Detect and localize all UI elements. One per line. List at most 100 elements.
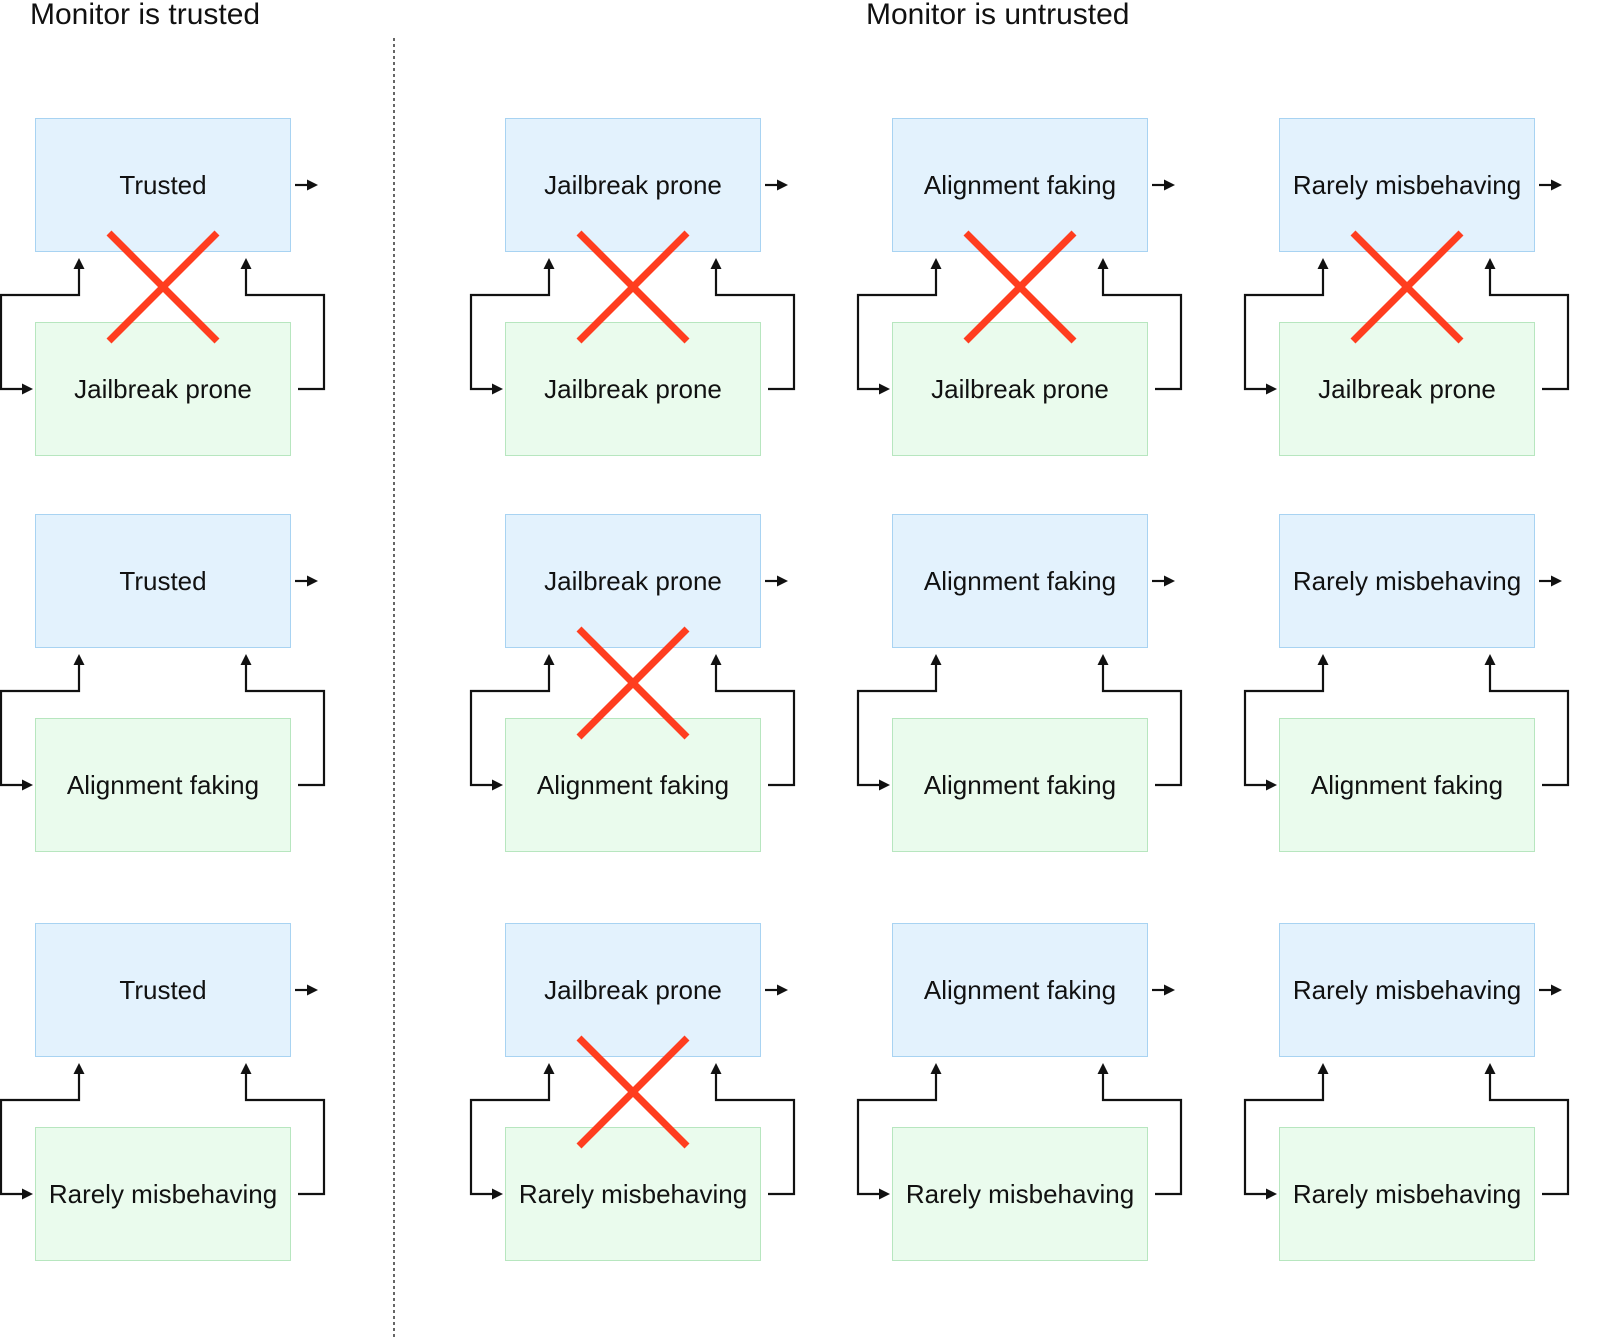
policy-box-c2-r1-label: Alignment faking	[923, 770, 1117, 800]
untrusted-section-title: Monitor is untrusted	[866, 0, 1130, 31]
monitor-box-c2-r1-label: Alignment faking	[923, 566, 1117, 596]
policy-arrowhead-c1-r2	[492, 1188, 503, 1200]
monitor-to-policy-connector-c0-r2	[0, 1074, 81, 1196]
policy-to-monitor-connector-c2-r1	[1101, 665, 1183, 787]
monitor-box-c3-r1: Rarely misbehaving	[1279, 514, 1535, 648]
monitor-to-policy-connector-c0-r1	[0, 665, 81, 787]
policy-arrowhead-c2-r0	[879, 383, 890, 395]
monitor-box-c3-r2: Rarely misbehaving	[1279, 923, 1535, 1057]
policy-arrowhead-c2-r1	[879, 779, 890, 791]
monitor-to-policy-connector-c3-r2	[1243, 1074, 1325, 1196]
policy-box-c2-r0: Jailbreak prone	[892, 322, 1148, 456]
policy-box-c3-r2: Rarely misbehaving	[1279, 1127, 1535, 1261]
policy-box-c0-r2: Rarely misbehaving	[35, 1127, 291, 1261]
monitor-arrowhead-left-c0-r2	[73, 1063, 85, 1074]
monitor-box-c0-r2-label: Trusted	[119, 975, 207, 1005]
monitor-arrowhead-right-c1-r2	[710, 1063, 722, 1074]
policy-arrowhead-c0-r2	[22, 1188, 33, 1200]
trusted-section-title: Monitor is trusted	[30, 0, 261, 31]
monitor-box-c3-r2-label: Rarely misbehaving	[1292, 975, 1522, 1005]
monitor-box-c0-r0: Trusted	[35, 118, 291, 252]
monitor-box-c1-r2-label: Jailbreak prone	[544, 975, 722, 1005]
policy-to-monitor-connector-c0-r2	[244, 1074, 326, 1196]
monitor-to-policy-connector-c2-r2	[856, 1074, 938, 1196]
monitor-box-c1-r0: Jailbreak prone	[505, 118, 761, 252]
output-arrowhead-c1-r1	[777, 575, 788, 587]
monitor-arrowhead-left-c2-r0	[930, 258, 942, 269]
monitor-arrowhead-left-c3-r0	[1317, 258, 1329, 269]
monitor-to-policy-connector-c2-r1	[856, 665, 938, 787]
monitor-box-c0-r1-label: Trusted	[119, 566, 207, 596]
monitor-arrowhead-right-c3-r1	[1484, 654, 1496, 665]
blocked-cross-c3-r0-1	[1350, 230, 1464, 344]
monitor-to-policy-connector-c2-r0	[856, 269, 938, 391]
monitor-to-policy-connector-c0-r0	[0, 269, 81, 391]
output-arrowhead-c0-r1	[307, 575, 318, 587]
monitor-to-policy-connector-c3-r1	[1243, 665, 1325, 787]
policy-box-c3-r1: Alignment faking	[1279, 718, 1535, 852]
monitor-arrowhead-left-c1-r0	[543, 258, 555, 269]
output-arrowhead-c1-r2	[777, 984, 788, 996]
monitor-to-policy-connector-c1-r0	[469, 269, 551, 391]
monitor-arrowhead-left-c2-r2	[930, 1063, 942, 1074]
monitor-to-policy-connector-c1-r2	[469, 1074, 551, 1196]
output-arrowhead-c1-r0	[777, 179, 788, 191]
policy-box-c3-r0-label: Jailbreak prone	[1318, 374, 1496, 404]
blocked-cross-c1-r1-1	[576, 626, 690, 740]
monitor-arrowhead-right-c0-r2	[240, 1063, 252, 1074]
monitor-arrowhead-left-c1-r2	[543, 1063, 555, 1074]
policy-to-monitor-connector-c3-r2	[1488, 1074, 1570, 1196]
blocked-cross-c1-r2-1	[576, 1035, 690, 1149]
policy-to-monitor-connector-c0-r0	[244, 269, 326, 391]
output-arrowhead-c0-r2	[307, 984, 318, 996]
policy-arrowhead-c3-r1	[1266, 779, 1277, 791]
monitor-arrowhead-left-c0-r1	[73, 654, 85, 665]
output-arrowhead-c3-r2	[1551, 984, 1562, 996]
output-arrowhead-c3-r0	[1551, 179, 1562, 191]
policy-arrowhead-c3-r0	[1266, 383, 1277, 395]
policy-to-monitor-connector-c2-r0	[1101, 269, 1183, 391]
policy-to-monitor-connector-c2-r2	[1101, 1074, 1183, 1196]
policy-box-c3-r0: Jailbreak prone	[1279, 322, 1535, 456]
policy-box-c1-r0-label: Jailbreak prone	[544, 374, 722, 404]
monitor-arrowhead-left-c1-r1	[543, 654, 555, 665]
output-arrowhead-c2-r2	[1164, 984, 1175, 996]
monitor-arrowhead-right-c2-r2	[1097, 1063, 1109, 1074]
policy-to-monitor-connector-c1-r1	[714, 665, 796, 787]
monitor-box-c1-r2: Jailbreak prone	[505, 923, 761, 1057]
monitor-arrowhead-left-c3-r2	[1317, 1063, 1329, 1074]
policy-to-monitor-connector-c1-r0	[714, 269, 796, 391]
monitor-arrowhead-right-c0-r0	[240, 258, 252, 269]
output-arrowhead-c0-r0	[307, 179, 318, 191]
policy-box-c0-r0: Jailbreak prone	[35, 322, 291, 456]
monitor-box-c2-r0-label: Alignment faking	[923, 170, 1117, 200]
policy-box-c0-r1: Alignment faking	[35, 718, 291, 852]
policy-arrowhead-c1-r0	[492, 383, 503, 395]
monitor-box-c0-r2: Trusted	[35, 923, 291, 1057]
policy-box-c1-r1: Alignment faking	[505, 718, 761, 852]
policy-box-c3-r2-label: Rarely misbehaving	[1292, 1179, 1522, 1209]
monitor-box-c2-r1: Alignment faking	[892, 514, 1148, 648]
monitor-arrowhead-left-c2-r1	[930, 654, 942, 665]
monitor-arrowhead-right-c2-r1	[1097, 654, 1109, 665]
policy-to-monitor-connector-c0-r1	[244, 665, 326, 787]
monitor-arrowhead-right-c3-r2	[1484, 1063, 1496, 1074]
monitor-to-policy-connector-c1-r1	[469, 665, 551, 787]
policy-box-c2-r2-label: Rarely misbehaving	[905, 1179, 1135, 1209]
policy-box-c2-r2: Rarely misbehaving	[892, 1127, 1148, 1261]
blocked-cross-c1-r0-1	[576, 230, 690, 344]
monitor-box-c0-r0-label: Trusted	[119, 170, 207, 200]
blocked-cross-c0-r0-1	[106, 230, 220, 344]
policy-box-c0-r1-label: Alignment faking	[66, 770, 260, 800]
monitor-box-c2-r0: Alignment faking	[892, 118, 1148, 252]
policy-arrowhead-c2-r2	[879, 1188, 890, 1200]
policy-to-monitor-connector-c3-r0	[1488, 269, 1570, 391]
monitor-arrowhead-left-c3-r1	[1317, 654, 1329, 665]
policy-box-c0-r2-label: Rarely misbehaving	[48, 1179, 278, 1209]
policy-box-c1-r1-label: Alignment faking	[536, 770, 730, 800]
policy-to-monitor-connector-c1-r2	[714, 1074, 796, 1196]
policy-box-c2-r1: Alignment faking	[892, 718, 1148, 852]
output-arrowhead-c2-r0	[1164, 179, 1175, 191]
